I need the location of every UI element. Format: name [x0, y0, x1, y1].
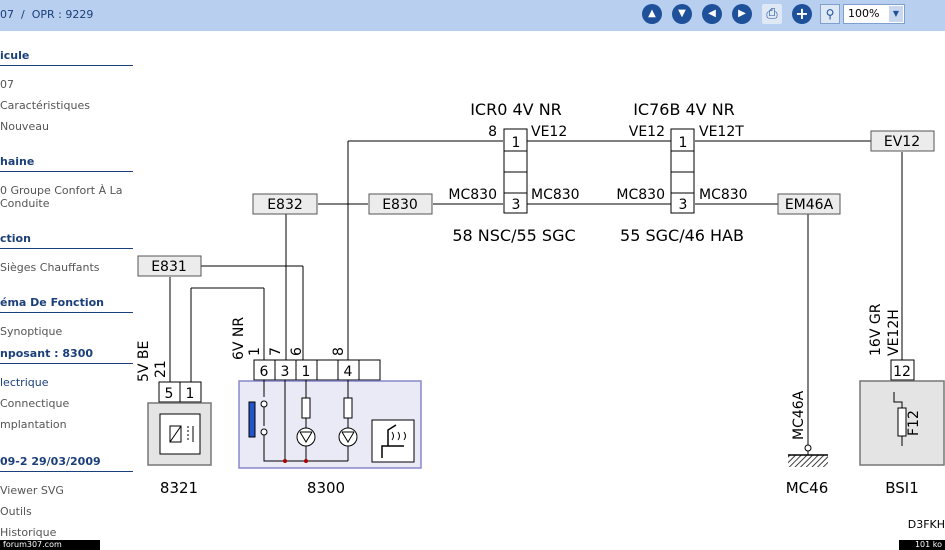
ic76b-wire-top-right: VE12T — [699, 124, 744, 140]
connector-e831-label: E831 — [151, 259, 187, 275]
zoom-value: 100% — [848, 7, 880, 20]
connector-ic76b[interactable] — [670, 128, 695, 214]
ground-mc46[interactable] — [788, 444, 828, 467]
sidebar-item-electrique[interactable]: lectrique — [0, 376, 49, 389]
comp-8321-wire-a: 21 — [153, 360, 169, 378]
reference-code: D3FKH — [908, 518, 945, 531]
sidebar: icule 07 Caractéristiques Nouveau haine … — [0, 31, 136, 550]
zoom-select[interactable]: 100% ▼ — [843, 4, 905, 24]
divider — [0, 312, 133, 313]
icr0-pin-1: 1 — [512, 135, 521, 151]
ic76b-wire-mid-right: MC830 — [699, 187, 748, 203]
sidebar-item-sieges[interactable]: Sièges Chauffants — [0, 261, 100, 274]
icr0-pin-top: 8 — [488, 124, 497, 140]
arrow-right-icon[interactable]: ▶ — [732, 4, 752, 24]
sidebar-item-synoptique[interactable]: Synoptique — [0, 325, 63, 338]
connector-e832[interactable] — [252, 193, 318, 215]
print-icon[interactable]: ⎙ — [762, 4, 782, 24]
comp-8300-pin-4: 4 — [344, 364, 353, 380]
connector-icr0[interactable] — [503, 128, 528, 214]
sidebar-item-historique[interactable]: Historique — [0, 526, 57, 539]
ic76b-caption: 55 SGC/46 HAB — [620, 226, 744, 245]
sidebar-item-conduite[interactable]: Conduite — [0, 197, 50, 210]
plus-icon[interactable]: + — [792, 4, 812, 24]
wires — [169, 140, 903, 448]
comp-8300-conn-label: 6V NR — [231, 317, 247, 360]
breadcrumb: 07 / OPR : 9229 — [0, 8, 94, 21]
icr0-wire-mid-left: MC830 — [448, 187, 497, 203]
bsi1-label: BSI1 — [885, 479, 919, 497]
mc46-label: MC46 — [786, 479, 829, 497]
sidebar-item-model[interactable]: 07 — [0, 78, 14, 91]
chevron-down-icon[interactable]: ▼ — [889, 6, 903, 22]
connector-em46a[interactable] — [777, 193, 841, 215]
bsi1-conn-label: 16V GR — [868, 303, 884, 356]
divider — [0, 248, 133, 249]
arrow-up-icon[interactable]: ▲ — [642, 4, 662, 24]
ic76b-title: IC76B 4V NR — [633, 100, 735, 119]
comp-8300-pin-1: 6 — [260, 364, 269, 380]
component-bsi1[interactable] — [859, 359, 945, 466]
divider — [0, 171, 133, 172]
comp-8300-pin-2: 3 — [281, 364, 290, 380]
sidebar-section-schema: éma De Fonction — [0, 296, 104, 309]
connector-e832-label: E832 — [267, 197, 303, 213]
ic76b-pin-1: 1 — [679, 135, 688, 151]
ic76b-wire-mid-left: MC830 — [616, 187, 665, 203]
sidebar-section-chaine: haine — [0, 155, 35, 168]
sidebar-item-viewer-svg[interactable]: Viewer SVG — [0, 484, 64, 497]
comp-8300-wire-4: 8 — [331, 347, 347, 356]
arrow-left-icon[interactable]: ◀ — [702, 4, 722, 24]
divider — [0, 65, 133, 66]
sidebar-item-outils[interactable]: Outils — [0, 505, 32, 518]
icr0-wire-top-left: VE12 — [531, 124, 567, 140]
ic76b-pin-3: 3 — [679, 197, 688, 213]
connector-em46a-label: EM46A — [785, 197, 834, 213]
sidebar-section-vehicule: icule — [0, 49, 30, 62]
comp-8300-wire-3: 6 — [289, 347, 305, 356]
icr0-title: ICR0 4V NR — [470, 100, 562, 119]
sidebar-section-version: 09-2 29/03/2009 — [0, 455, 101, 468]
component-8300[interactable] — [238, 359, 422, 469]
comp-8321-pin-a: 5 — [165, 386, 174, 402]
connector-ev12-label: EV12 — [884, 134, 920, 150]
comp-8300-label: 8300 — [307, 479, 345, 497]
icr0-pin-3: 3 — [512, 197, 521, 213]
connector-e831[interactable] — [137, 255, 202, 277]
sidebar-item-connectique[interactable]: Connectique — [0, 397, 70, 410]
bsi1-pin: 12 — [893, 364, 911, 380]
sidebar-item-nouveau[interactable]: Nouveau — [0, 120, 49, 133]
arrow-down-icon[interactable]: ▼ — [672, 4, 692, 24]
connector-e830-label: E830 — [382, 197, 418, 213]
component-8321[interactable] — [147, 381, 212, 466]
sidebar-item-implantation[interactable]: mplantation — [0, 418, 67, 431]
divider — [0, 471, 133, 472]
connector-e830[interactable] — [368, 193, 433, 215]
comp-8321-pin-b: 1 — [186, 386, 195, 402]
bsi1-fuse: F12 — [906, 410, 922, 436]
mc46-wire: MC46A — [791, 390, 807, 440]
icr0-caption: 58 NSC/55 SGC — [452, 226, 575, 245]
footer-watermark: forum307.com — [0, 540, 100, 550]
comp-8321-conn-label: 5V BE — [136, 341, 152, 382]
sidebar-item-caracteristiques[interactable]: Caractéristiques — [0, 99, 90, 112]
sidebar-item-groupe[interactable]: 0 Groupe Confort À La — [0, 184, 123, 197]
footer-size: 101 ko — [899, 540, 945, 550]
sidebar-section-composant: nposant : 8300 — [0, 347, 93, 360]
comp-8300-wire-2: 7 — [268, 347, 284, 356]
icr0-wire-mid-right: MC830 — [531, 187, 580, 203]
ic76b-wire-top-left: VE12 — [629, 124, 665, 140]
bsi1-wire: VE12H — [886, 309, 902, 356]
comp-8300-pin-3: 1 — [302, 364, 311, 380]
connector-ev12[interactable] — [870, 130, 935, 152]
zoom-icon[interactable]: ⚲ — [820, 4, 840, 24]
sidebar-section-fonction: ction — [0, 232, 31, 245]
comp-8300-wire-1: 1 — [247, 347, 263, 356]
divider — [0, 363, 133, 364]
comp-8321-label: 8321 — [160, 479, 198, 497]
top-toolbar: 07 / OPR : 9229 ▲ ▼ ◀ ▶ ⎙ + ⚲ 100% ▼ — [0, 0, 945, 31]
